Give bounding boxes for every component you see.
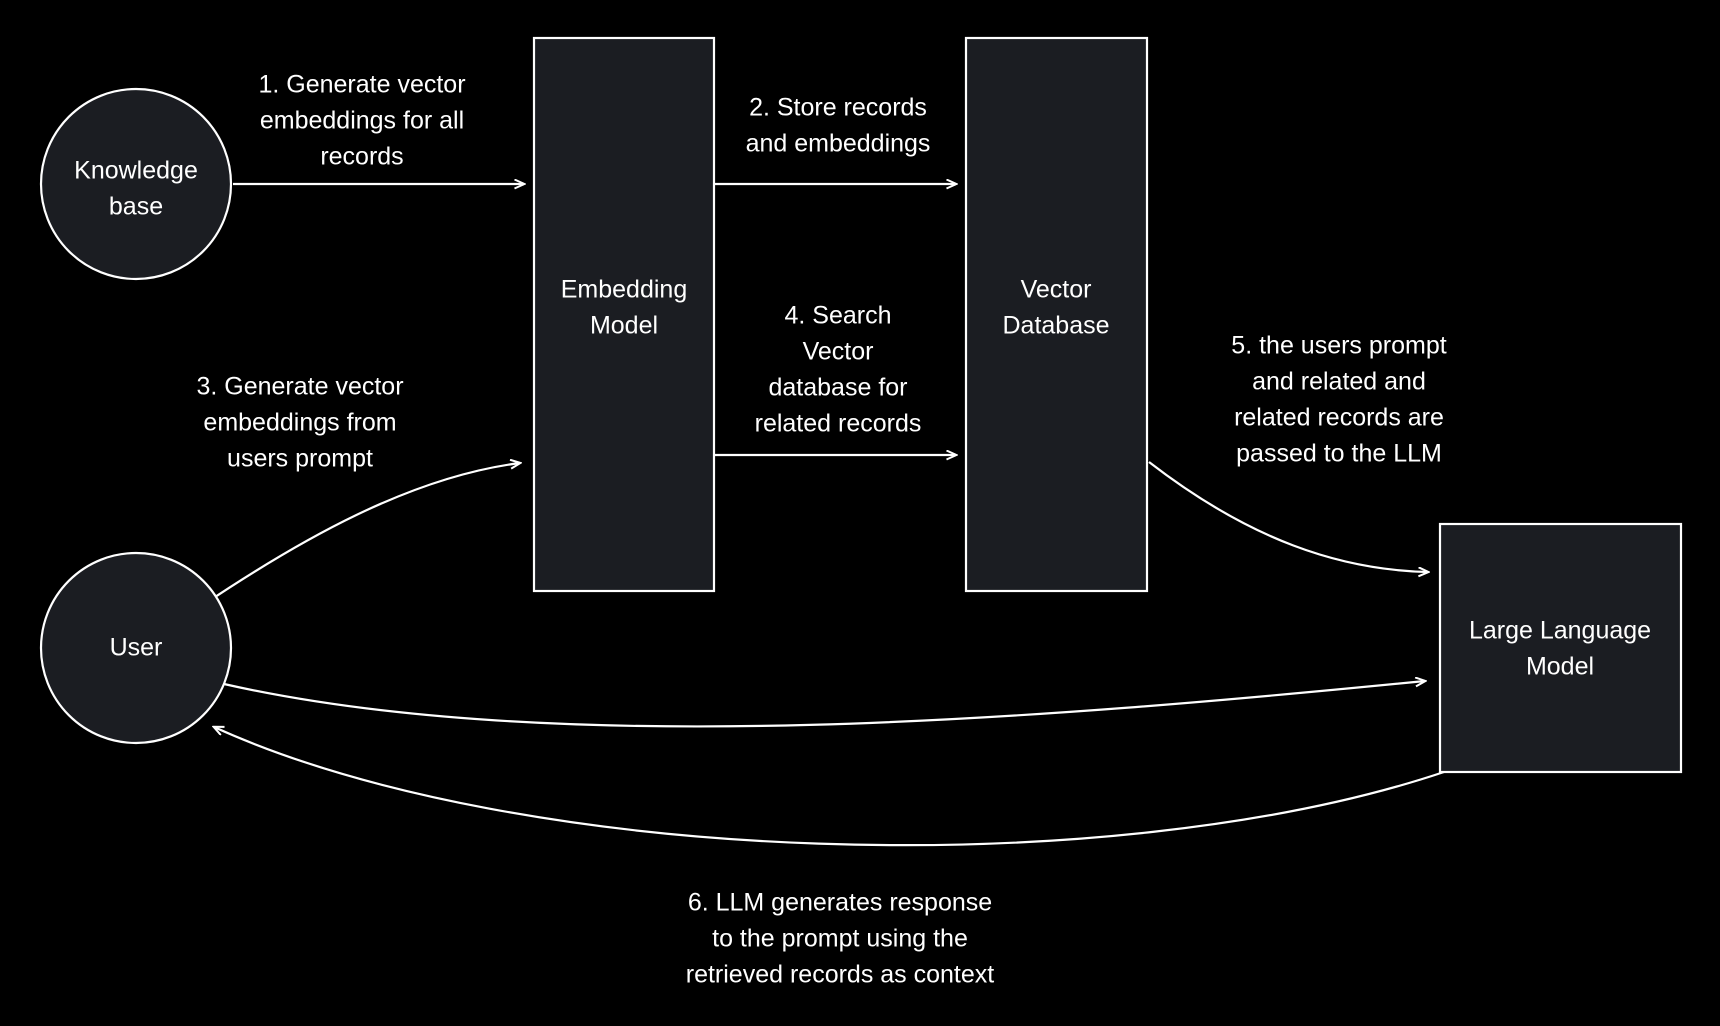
edge-vector-database-to-llm	[1148, 461, 1428, 572]
edge-1-label-line2: embeddings for all	[260, 107, 464, 135]
edge-user-to-embedding-model	[202, 463, 520, 606]
edge-6-arrow	[214, 727, 1445, 847]
edge-label-1: 1. Generate vector embeddings for all re…	[258, 71, 465, 171]
edge-7-arrow	[223, 681, 1425, 728]
edge-label-5: 5. the users prompt and related and rela…	[1231, 332, 1446, 468]
vector-database-rect[interactable]	[964, 36, 1149, 593]
edge-label-2: 2. Store records and embeddings	[746, 94, 931, 158]
vector-database-label-line1: Vector	[1021, 276, 1092, 304]
node-knowledge-base[interactable]: Knowledge base	[39, 87, 233, 281]
embedding-model-label-line2: Model	[590, 312, 658, 340]
knowledge-base-circle[interactable]	[39, 87, 233, 281]
edge-4-label-line1: 4. Search	[784, 302, 891, 330]
edge-2-label-line1: 2. Store records	[749, 94, 927, 122]
large-language-model-label-line1: Large Language	[1469, 617, 1651, 645]
embedding-model-rect[interactable]	[532, 36, 716, 593]
embedding-model-label-line1: Embedding	[561, 276, 687, 304]
edge-6-label-line2: to the prompt using the	[712, 925, 968, 953]
edge-6-label-line1: 6. LLM generates response	[688, 889, 992, 917]
edge-6-label-line3: retrieved records as context	[686, 961, 995, 989]
edge-3-label-line3: users prompt	[227, 445, 373, 473]
large-language-model-label-line2: Model	[1526, 653, 1594, 681]
edge-3-label-line1: 3. Generate vector	[196, 373, 403, 401]
large-language-model-rect[interactable]	[1438, 522, 1683, 774]
user-circle[interactable]	[39, 551, 233, 745]
edge-label-6: 6. LLM generates response to the prompt …	[686, 889, 995, 989]
edge-2-label-line2: and embeddings	[746, 130, 931, 158]
edge-4-label-line2: Vector	[803, 338, 874, 366]
user-label: User	[110, 634, 163, 662]
node-vector-database[interactable]: Vector Database	[964, 36, 1149, 593]
edge-label-4: 4. Search Vector database for related re…	[755, 302, 922, 438]
knowledge-base-label-line1: Knowledge	[74, 157, 198, 185]
edge-label-3: 3. Generate vector embeddings from users…	[196, 373, 403, 473]
edge-5-label-line2: and related and	[1252, 368, 1426, 396]
node-large-language-model[interactable]: Large Language Model	[1438, 522, 1683, 774]
knowledge-base-label-line2: base	[109, 193, 163, 221]
edge-llm-to-user	[214, 727, 1445, 847]
edge-5-label-line4: passed to the LLM	[1236, 440, 1442, 468]
edge-user-to-llm	[223, 681, 1425, 728]
node-embedding-model[interactable]: Embedding Model	[532, 36, 716, 593]
vector-database-label-line2: Database	[1002, 312, 1109, 340]
edge-3-label-line2: embeddings from	[203, 409, 396, 437]
node-user[interactable]: User	[39, 551, 233, 745]
edge-1-label-line1: 1. Generate vector	[258, 71, 465, 99]
edge-5-arrow	[1148, 461, 1428, 572]
edge-5-label-line3: related records are	[1234, 404, 1444, 432]
edge-5-label-line1: 5. the users prompt	[1231, 332, 1446, 360]
edge-4-label-line4: related records	[755, 410, 922, 438]
edge-4-label-line3: database for	[769, 374, 908, 402]
edge-1-label-line3: records	[320, 143, 403, 171]
edge-3-arrow	[202, 463, 520, 606]
